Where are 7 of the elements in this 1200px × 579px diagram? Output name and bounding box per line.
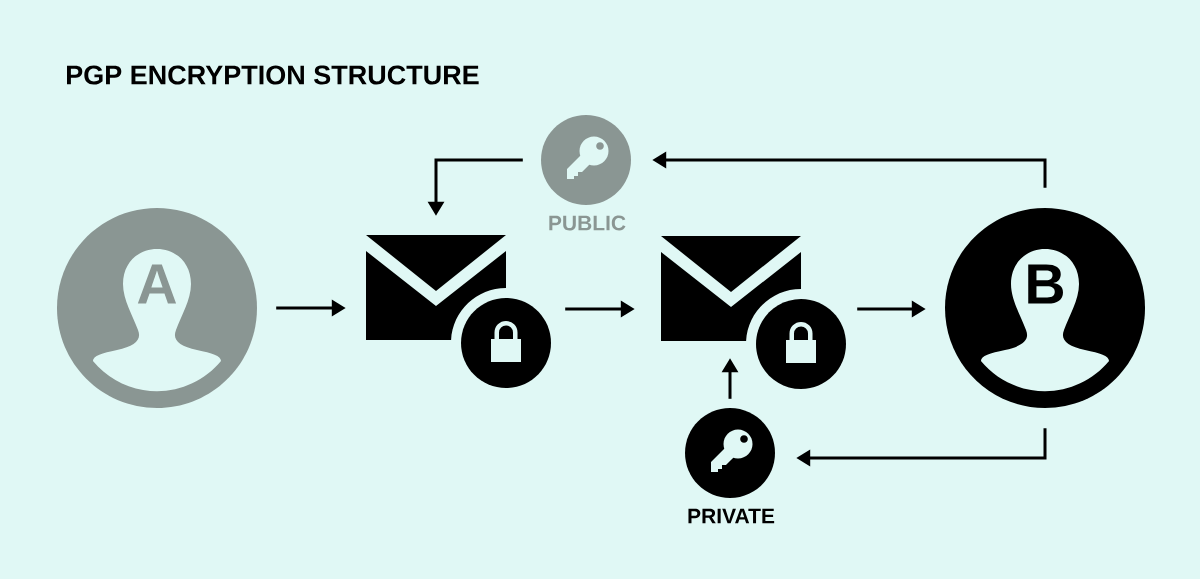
locked-envelope-icon xyxy=(366,235,551,388)
key-label: PRIVATE xyxy=(688,508,775,524)
title: PGP ENCRYPTION STRUCTURE xyxy=(67,65,479,85)
key-label: PUBLIC xyxy=(549,215,626,231)
person-letter: A xyxy=(137,264,177,304)
person-letter: B xyxy=(1028,264,1063,304)
locked-envelope-icon xyxy=(661,236,846,389)
